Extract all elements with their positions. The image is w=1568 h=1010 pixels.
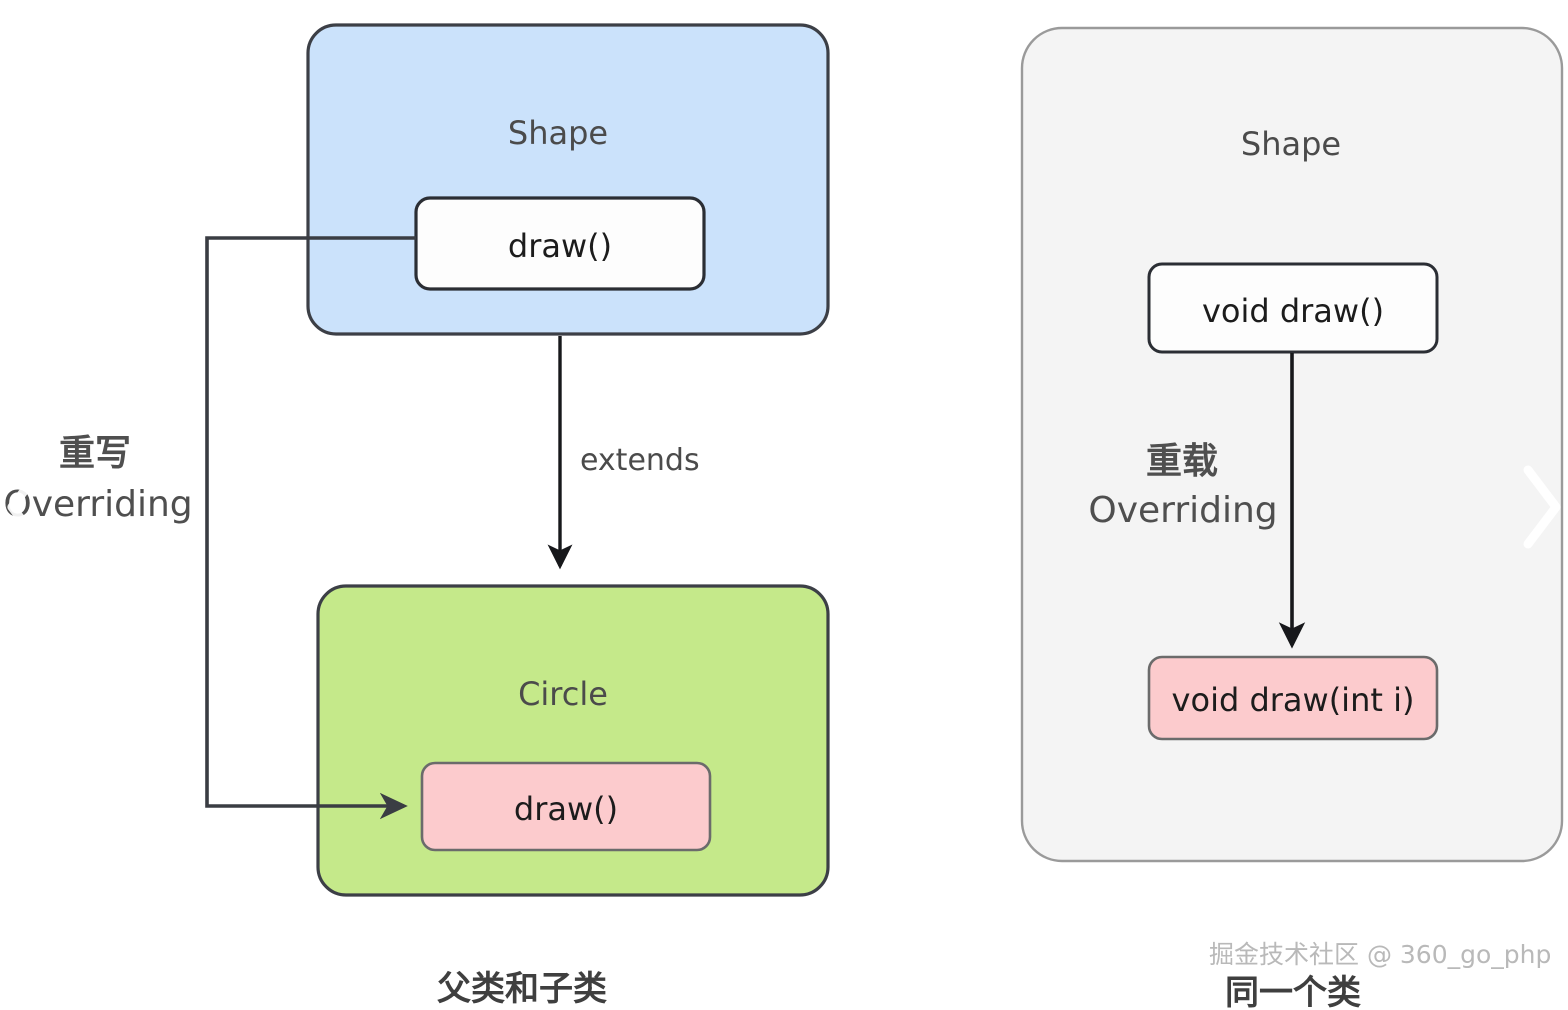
overload-method-label: void draw(int i): [1172, 681, 1415, 719]
chevron-left-icon[interactable]: [7, 465, 45, 549]
overload-method-rect: [1147, 655, 1439, 741]
base-method-rect: [1147, 262, 1439, 354]
overloading-note-en: Overriding: [1088, 490, 1277, 531]
chevron-right-icon[interactable]: [1523, 465, 1561, 549]
overriding-connector-path: [205, 236, 416, 820]
left-diagram-caption: 父类和子类: [437, 969, 607, 1009]
child-class-label: Circle: [518, 675, 608, 713]
child-method-label: draw(): [514, 790, 618, 828]
overriding-note-en: Overriding: [3, 484, 192, 525]
base-method-label: void draw(): [1202, 292, 1384, 330]
parent-method-label: draw(): [508, 227, 612, 265]
overriding-edge: [205, 236, 416, 820]
same-class-label: Shape: [1241, 125, 1341, 163]
overriding-note: 重写 Overriding: [3, 433, 192, 525]
overloading-note-cn: 重载: [1146, 441, 1218, 482]
parent-method-rect: [414, 196, 706, 291]
overload-method-box[interactable]: void draw(int i): [1147, 655, 1439, 741]
parent-class-label: Shape: [508, 114, 608, 152]
child-method-box[interactable]: draw(): [420, 761, 712, 852]
overriding-note-cn: 重写: [59, 433, 131, 474]
extends-edge-label: extends: [580, 443, 700, 478]
overloading-note: 重载 Overriding: [1088, 441, 1277, 531]
base-method-box[interactable]: void draw(): [1147, 262, 1439, 354]
parent-method-box[interactable]: draw(): [414, 196, 706, 291]
right-diagram-caption: 同一个类: [1225, 973, 1361, 1010]
watermark-text: 掘金技术社区 @ 360_go_php: [1209, 940, 1551, 969]
child-method-rect: [420, 761, 712, 852]
extends-edge: extends: [547, 336, 700, 570]
